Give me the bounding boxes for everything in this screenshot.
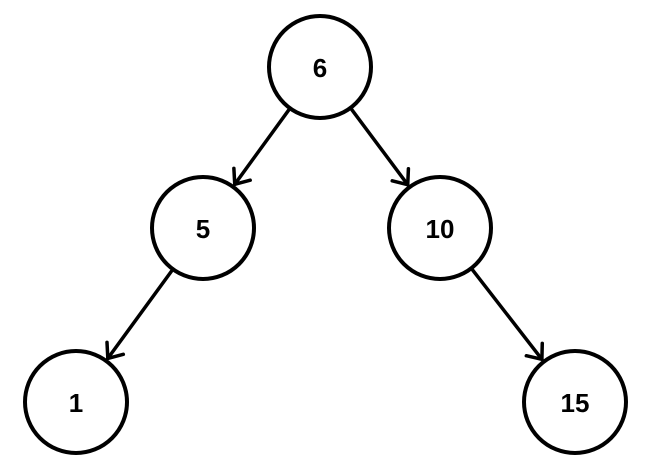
edge-n6-n5: [232, 107, 292, 187]
node-circle: [150, 175, 256, 281]
edge-line: [470, 267, 544, 362]
tree-node-1: 1: [23, 349, 129, 455]
node-label: 15: [561, 388, 590, 418]
edge-n5-n1: [105, 268, 175, 361]
node-label: 10: [426, 214, 455, 244]
edges: [105, 106, 545, 362]
edge-n10-n15: [470, 267, 545, 362]
arrow-head-icon: [105, 340, 126, 361]
arrow-head-icon: [232, 166, 252, 187]
arrow-head-icon: [524, 341, 545, 362]
node-label: 1: [69, 388, 83, 418]
nodes: 6 5 10 1 15: [23, 14, 628, 455]
tree-node-6: 6: [267, 14, 373, 120]
node-circle: [23, 349, 129, 455]
node-circle: [267, 14, 373, 120]
node-label: 6: [313, 53, 327, 83]
node-circle: [387, 175, 493, 281]
tree-node-5: 5: [150, 175, 256, 281]
tree-node-10: 10: [387, 175, 493, 281]
arrow-head-icon: [390, 166, 411, 187]
node-circle: [522, 349, 628, 455]
tree-node-15: 15: [522, 349, 628, 455]
edge-line: [349, 106, 410, 187]
node-label: 5: [196, 214, 210, 244]
edge-line: [232, 107, 292, 187]
edge-n6-n10: [349, 106, 411, 187]
edge-line: [106, 268, 175, 361]
